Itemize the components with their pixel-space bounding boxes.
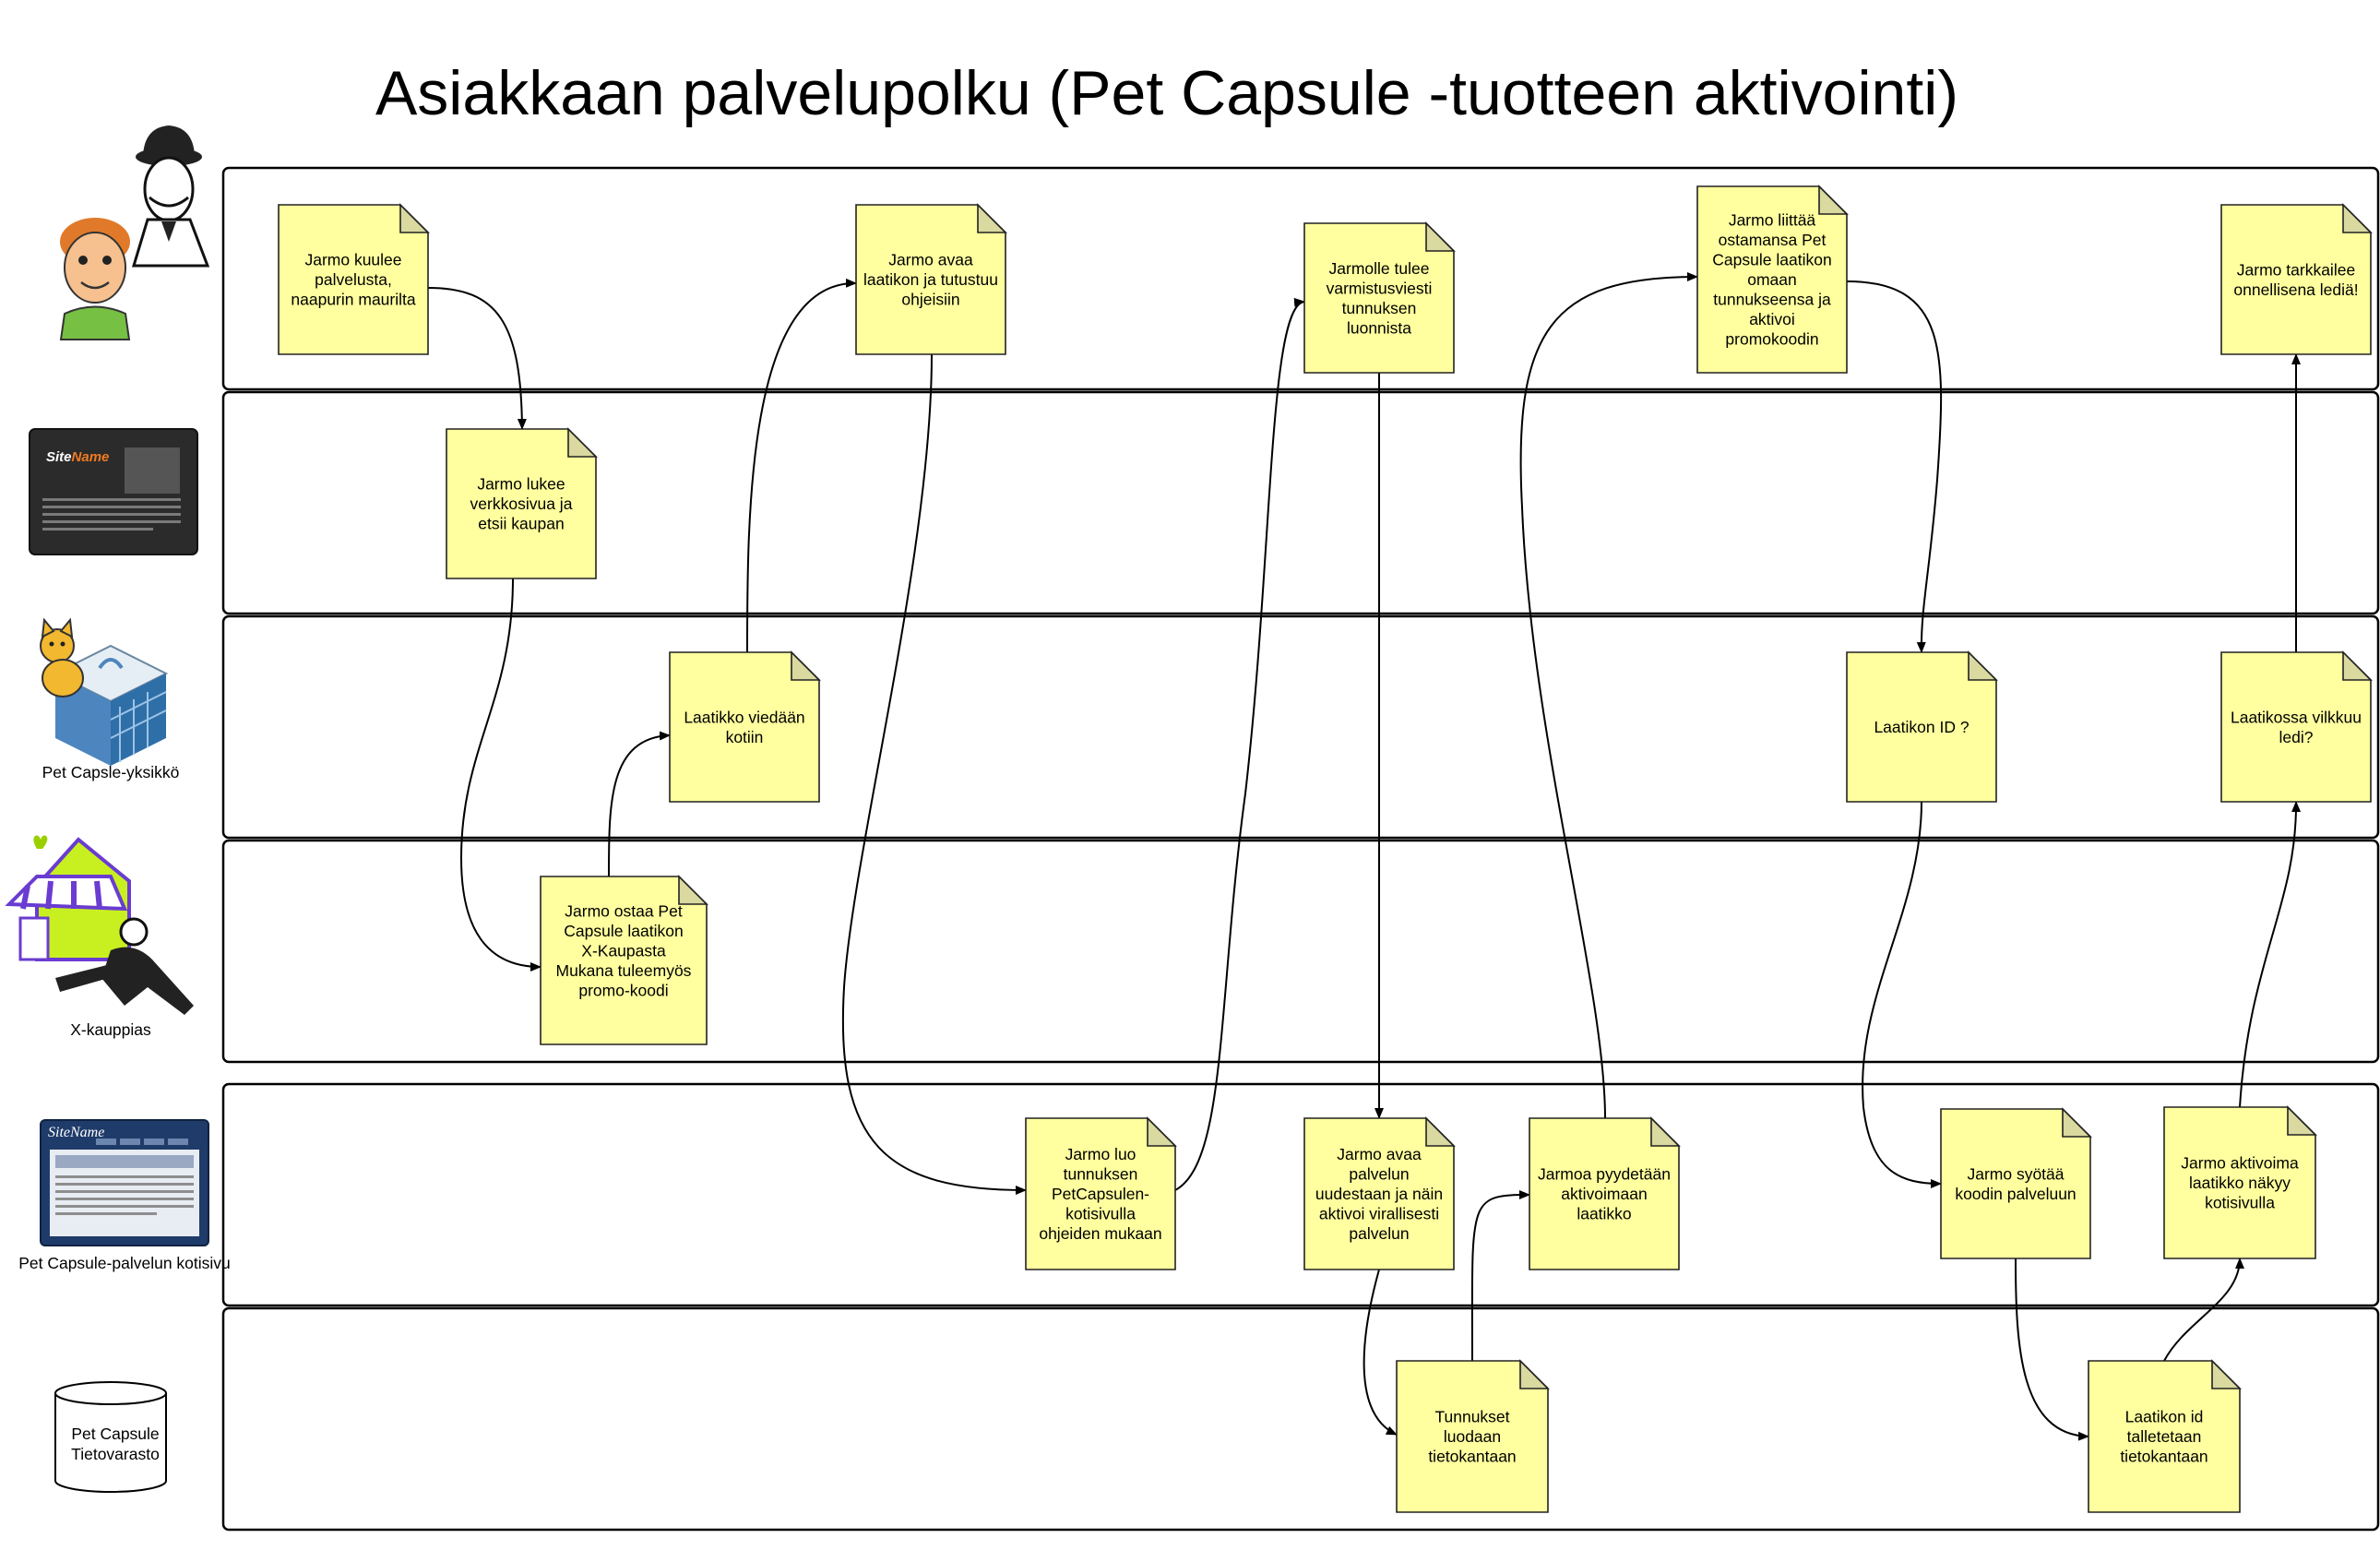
connector-arrow-13 (2015, 1258, 2089, 1441)
note-text: Laatikon ID ? (1874, 718, 1969, 736)
database-cylinder-icon (54, 1381, 167, 1493)
lane-label-5: Pet Capsule-palvelun kotisivu (18, 1254, 231, 1272)
swimlane-3 (221, 614, 2380, 840)
sticky-note-n12: Laatikon ID ? (1846, 650, 1998, 803)
lane-label-4: X-kauppias (70, 1020, 151, 1039)
lane-label-3: Pet Capsle-yksikkö (42, 763, 180, 781)
connector-arrow-11 (1846, 280, 1943, 653)
connector-arrow-1 (427, 287, 527, 430)
connector-arrow-8 (1363, 1269, 1398, 1436)
pet-capsule-unit-icon (40, 617, 169, 766)
connector-arrow-4 (746, 278, 857, 653)
swimlane-6 (221, 1306, 2380, 1532)
customer-jarmo-icon (59, 125, 210, 340)
svg-text:SiteName: SiteName (46, 449, 109, 465)
connector-arrow-5 (841, 353, 1027, 1195)
diagram-title: Asiakkaan palvelupolku (Pet Capsule -tuo… (375, 58, 1959, 128)
connector-arrow-2 (459, 578, 541, 972)
website-mockup-icon: SiteName (29, 428, 198, 555)
connector-arrow-6 (1174, 297, 1305, 1191)
swimlane-4 (221, 839, 2380, 1064)
swimlane-2 (221, 390, 2380, 615)
connector-arrow-14 (2163, 1258, 2244, 1362)
connector-arrow-10 (1519, 272, 1698, 1119)
shop-merchant-icon (5, 835, 194, 1015)
connector-arrow-15 (2239, 801, 2302, 1108)
connector-arrow-3 (608, 731, 671, 877)
connector-arrow-9 (1470, 1190, 1530, 1362)
service-homepage-icon: SiteName (40, 1119, 209, 1246)
connector-arrow-12 (1862, 801, 1942, 1188)
swimlane-1 (221, 166, 2380, 391)
swimlane-5 (221, 1082, 2380, 1307)
svg-text:SiteName: SiteName (48, 1125, 104, 1140)
